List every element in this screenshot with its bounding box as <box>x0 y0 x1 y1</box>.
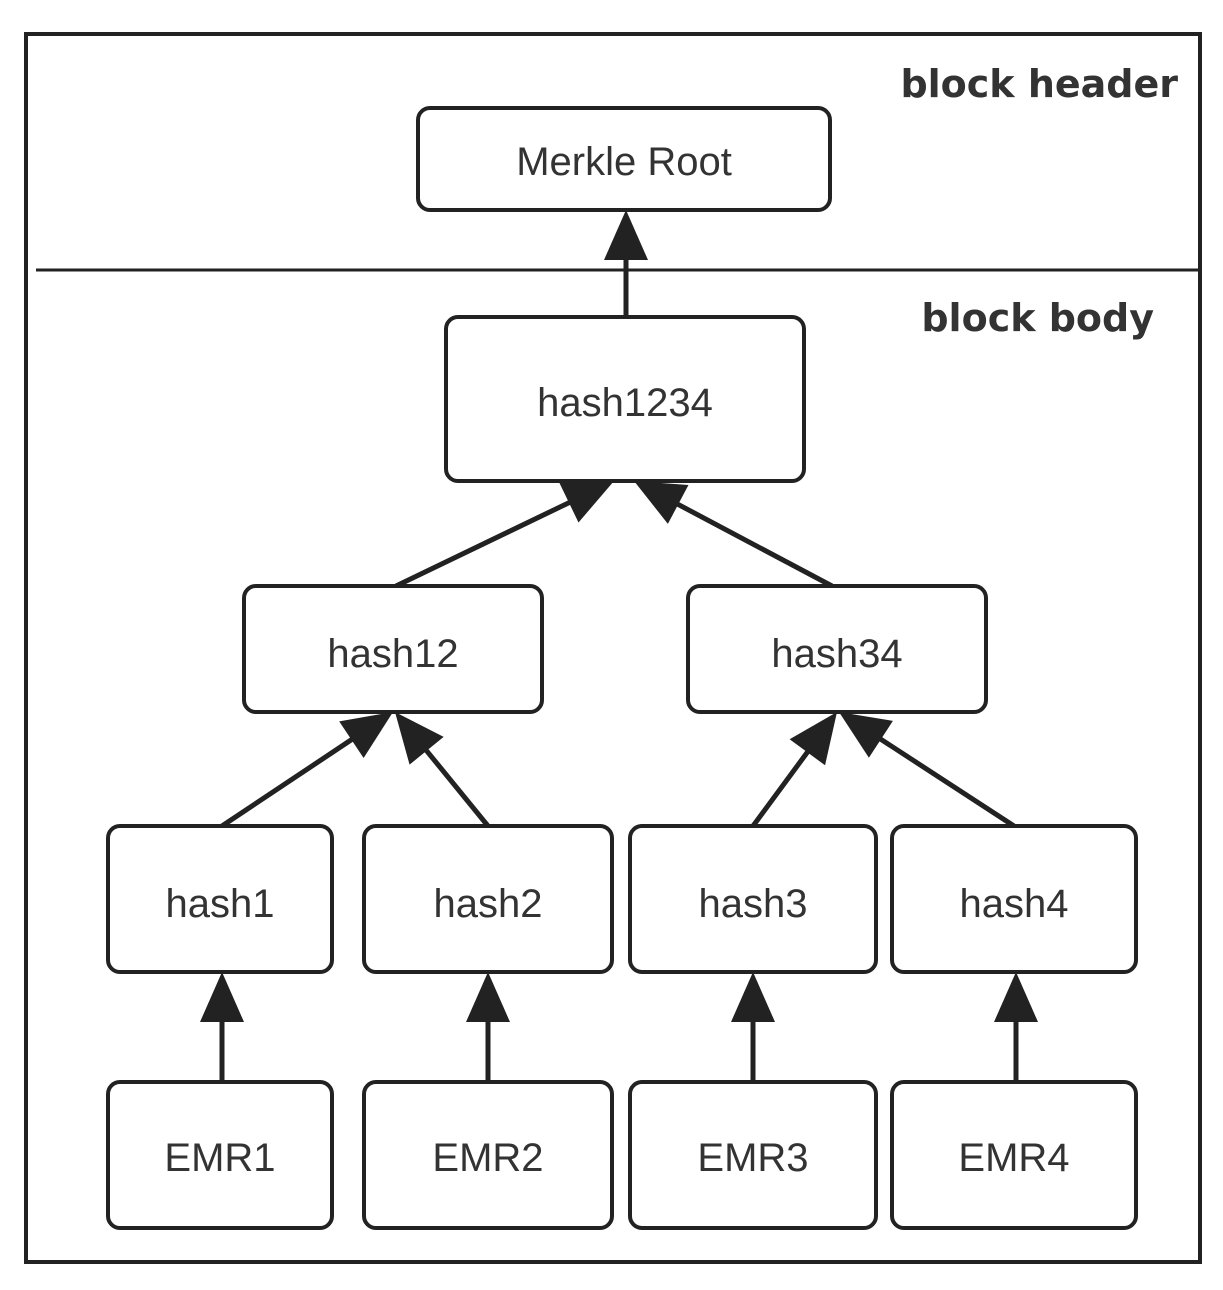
node-emr1: EMR1 <box>106 1080 334 1230</box>
node-label-hash1: hash1 <box>166 882 275 926</box>
node-label-emr1: EMR1 <box>164 1136 275 1180</box>
node-box-hash4 <box>890 824 1138 974</box>
node-hash4: hash4 <box>890 824 1138 974</box>
node-label-hash34: hash34 <box>771 632 902 676</box>
node-label-hash4: hash4 <box>960 882 1069 926</box>
arrowhead-hash3-to-hash34 <box>789 712 837 766</box>
edge-hash3-to-hash34 <box>750 747 812 828</box>
node-hash12: hash12 <box>242 584 544 714</box>
node-emr4: EMR4 <box>890 1080 1138 1230</box>
edge-group <box>200 210 1038 1082</box>
node-label-hash1234: hash1234 <box>537 381 713 425</box>
arrowhead-hash1-to-hash12 <box>339 712 393 759</box>
block-frame <box>24 32 1202 1264</box>
arrowhead-hash12-to-hash1234 <box>559 481 614 523</box>
arrowhead-hash34-to-hash1234 <box>634 481 689 524</box>
node-box-merkle-root <box>416 106 832 212</box>
node-box-hash2 <box>362 824 614 974</box>
node-label-emr4: EMR4 <box>958 1136 1069 1180</box>
node-label-emr3: EMR3 <box>697 1136 808 1180</box>
node-hash2: hash2 <box>362 824 614 974</box>
node-hash3: hash3 <box>628 824 878 974</box>
node-emr2: EMR2 <box>362 1080 614 1230</box>
arrowhead-emr4-to-hash4 <box>994 972 1038 1022</box>
node-box-hash1234 <box>444 315 806 483</box>
block-header-label: block header <box>900 62 1178 106</box>
edge-hash1-to-hash12 <box>220 735 357 829</box>
edge-hash34-to-hash1234 <box>673 500 834 589</box>
edge-hash2-to-hash12 <box>422 746 490 828</box>
node-hash34: hash34 <box>686 584 988 714</box>
node-box-hash3 <box>628 824 878 974</box>
node-box-hash34 <box>686 584 988 714</box>
edge-hash4-to-hash34 <box>876 735 1016 829</box>
arrowhead-emr2-to-hash2 <box>466 972 510 1022</box>
node-label-hash2: hash2 <box>434 882 543 926</box>
node-box-emr1 <box>106 1080 334 1230</box>
edge-hash12-to-hash1234 <box>394 498 574 589</box>
node-box-hash12 <box>242 584 544 714</box>
node-box-emr4 <box>890 1080 1138 1230</box>
arrowhead-hash2-to-hash12 <box>395 712 444 765</box>
node-label-merkle-root: Merkle Root <box>516 140 732 184</box>
node-hash1: hash1 <box>106 824 334 974</box>
arrowhead-emr3-to-hash3 <box>731 972 775 1022</box>
node-label-hash12: hash12 <box>327 632 458 676</box>
arrowhead-emr1-to-hash1 <box>200 972 244 1022</box>
node-merkle-root: Merkle Root <box>416 106 832 212</box>
node-box-emr2 <box>362 1080 614 1230</box>
node-emr3: EMR3 <box>628 1080 878 1230</box>
node-box-emr3 <box>628 1080 878 1230</box>
node-label-hash3: hash3 <box>699 882 808 926</box>
node-box-hash1 <box>106 824 334 974</box>
block-body-label: block body <box>921 296 1154 340</box>
arrowhead-hash1234-to-merkle_root <box>604 210 648 260</box>
arrowhead-hash4-to-hash34 <box>839 712 893 758</box>
node-label-emr2: EMR2 <box>432 1136 543 1180</box>
node-hash1234: hash1234 <box>444 315 806 483</box>
